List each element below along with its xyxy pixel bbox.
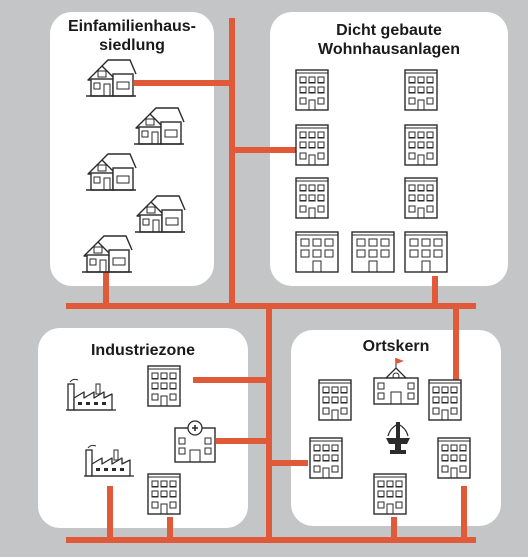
ortskern-group	[309, 358, 471, 515]
apartment-building-icon	[428, 379, 462, 421]
apartment-building-icon	[147, 473, 181, 515]
apartment-building-icon	[373, 473, 407, 515]
apartment-building-icon	[404, 177, 438, 219]
title-ortskern: Ortskern	[362, 338, 430, 355]
house-icon	[133, 107, 185, 145]
factory-icon	[65, 378, 117, 411]
apartment-building-icon	[404, 231, 448, 273]
title-einfamilienhaussiedlung: Einfamilienhaus- siedlung	[67, 18, 197, 54]
zone-einfamilienhaussiedlung	[50, 12, 214, 286]
town-hall-icon	[373, 358, 419, 405]
apartment-building-icon	[309, 437, 343, 479]
apartment-building-icon	[147, 365, 181, 407]
title-industriezone: Industriezone	[90, 342, 195, 359]
house-icon	[85, 59, 137, 97]
industry-group	[65, 365, 216, 515]
apartment-building-icon	[318, 379, 352, 421]
title-dicht-gebaute-wohnhausanlagen: Dicht gebaute Wohnhausanlagen	[318, 22, 460, 58]
apartment-building-icon	[295, 69, 329, 111]
hospital-icon	[174, 420, 216, 463]
apartment-building-icon	[295, 231, 339, 273]
apartment-building-icon	[295, 124, 329, 166]
house-icon	[85, 153, 137, 191]
apartments-group	[295, 69, 448, 273]
apartment-building-icon	[437, 437, 471, 479]
houses-group	[81, 59, 186, 273]
apartment-building-icon	[404, 69, 438, 111]
apartment-building-icon	[351, 231, 395, 273]
factory-icon	[83, 444, 135, 477]
apartment-building-icon	[404, 124, 438, 166]
fountain-icon	[386, 422, 410, 454]
house-icon	[134, 195, 186, 233]
road-network	[66, 18, 476, 543]
apartment-building-icon	[295, 177, 329, 219]
house-icon	[81, 235, 133, 273]
